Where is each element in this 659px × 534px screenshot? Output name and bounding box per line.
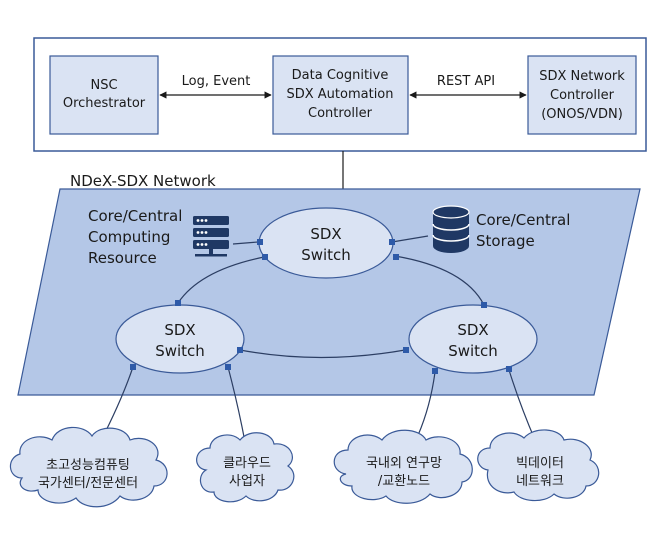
switch-link-left-right — [239, 349, 406, 359]
nsc-label-line2: Orchestrator — [63, 96, 146, 111]
cloud-provider-line2: 사업자 — [229, 474, 265, 489]
sdxnc-label-line1: SDX Network — [539, 69, 625, 84]
cloud-research-line1: 국내외 연구망 — [366, 456, 442, 471]
log-event-label: Log, Event — [182, 74, 251, 89]
compute-to-switch-link — [232, 241, 259, 245]
storage-label-line2: Storage — [476, 232, 535, 250]
compute-label-line3: Resource — [88, 249, 157, 267]
dcsac-label-line3: Controller — [308, 106, 373, 121]
network-title: NDeX-SDX Network — [70, 172, 216, 190]
switch-top-label-line1: SDX — [310, 225, 341, 243]
switch-top-label-line2: Switch — [301, 246, 351, 264]
cloud-bigdata-network[interactable]: 빅데이터 네트워크 — [477, 429, 600, 502]
switch-ports — [130, 239, 512, 374]
switch-left-label-line1: SDX — [164, 321, 195, 339]
cloud-research-network[interactable]: 국내외 연구망 /교환노드 — [333, 429, 473, 504]
compute-label-line2: Computing — [88, 228, 170, 246]
data-cognitive-controller-box[interactable]: Data Cognitive SDX Automation Controller — [272, 55, 409, 135]
cloud-hpc-national-center[interactable]: 초고성능컴퓨팅 국가센터/전문센터 — [9, 426, 168, 508]
cloud-bigdata-line2: 네트워크 — [516, 474, 564, 489]
cloud-bigdata-line1: 빅데이터 — [516, 456, 564, 471]
storage-to-switch-link — [391, 235, 429, 243]
cloud-research-line2: /교환노드 — [378, 474, 430, 489]
storage-label-line1: Core/Central — [476, 211, 570, 229]
dcsac-label-line1: Data Cognitive — [292, 68, 389, 83]
sdxnc-label-line3: (ONOS/VDN) — [541, 107, 623, 122]
switch-right-label-line2: Switch — [448, 342, 498, 360]
sdxnc-label-line2: Controller — [550, 88, 615, 103]
nsc-orchestrator-box[interactable]: NSC Orchestrator — [49, 55, 159, 135]
cloud-cloud-provider[interactable]: 클라우드 사업자 — [196, 432, 295, 503]
cloud-hpc-line1: 초고성능컴퓨팅 — [46, 458, 130, 473]
switch-right-label-line1: SDX — [457, 321, 488, 339]
sdx-switch-right[interactable]: SDX Switch — [408, 304, 538, 374]
sdx-network-controller-box[interactable]: SDX Network Controller (ONOS/VDN) — [527, 55, 637, 135]
cloud-hpc-line2: 국가센터/전문센터 — [38, 476, 138, 491]
sdx-switch-top[interactable]: SDX Switch — [258, 207, 394, 279]
nsc-label-line1: NSC — [90, 78, 117, 93]
link-to-cloud-provider — [227, 366, 246, 443]
compute-label-line1: Core/Central — [88, 207, 182, 225]
switch-link-top-right — [394, 255, 485, 306]
database-icon — [432, 205, 470, 253]
dcsac-label-line2: SDX Automation — [286, 87, 393, 102]
rest-api-label: REST API — [437, 74, 495, 89]
sdx-switch-left[interactable]: SDX Switch — [115, 304, 245, 374]
server-icon — [193, 216, 229, 257]
cloud-provider-line1: 클라우드 — [223, 456, 271, 471]
switch-left-label-line2: Switch — [155, 342, 205, 360]
switch-link-top-left — [177, 256, 265, 304]
